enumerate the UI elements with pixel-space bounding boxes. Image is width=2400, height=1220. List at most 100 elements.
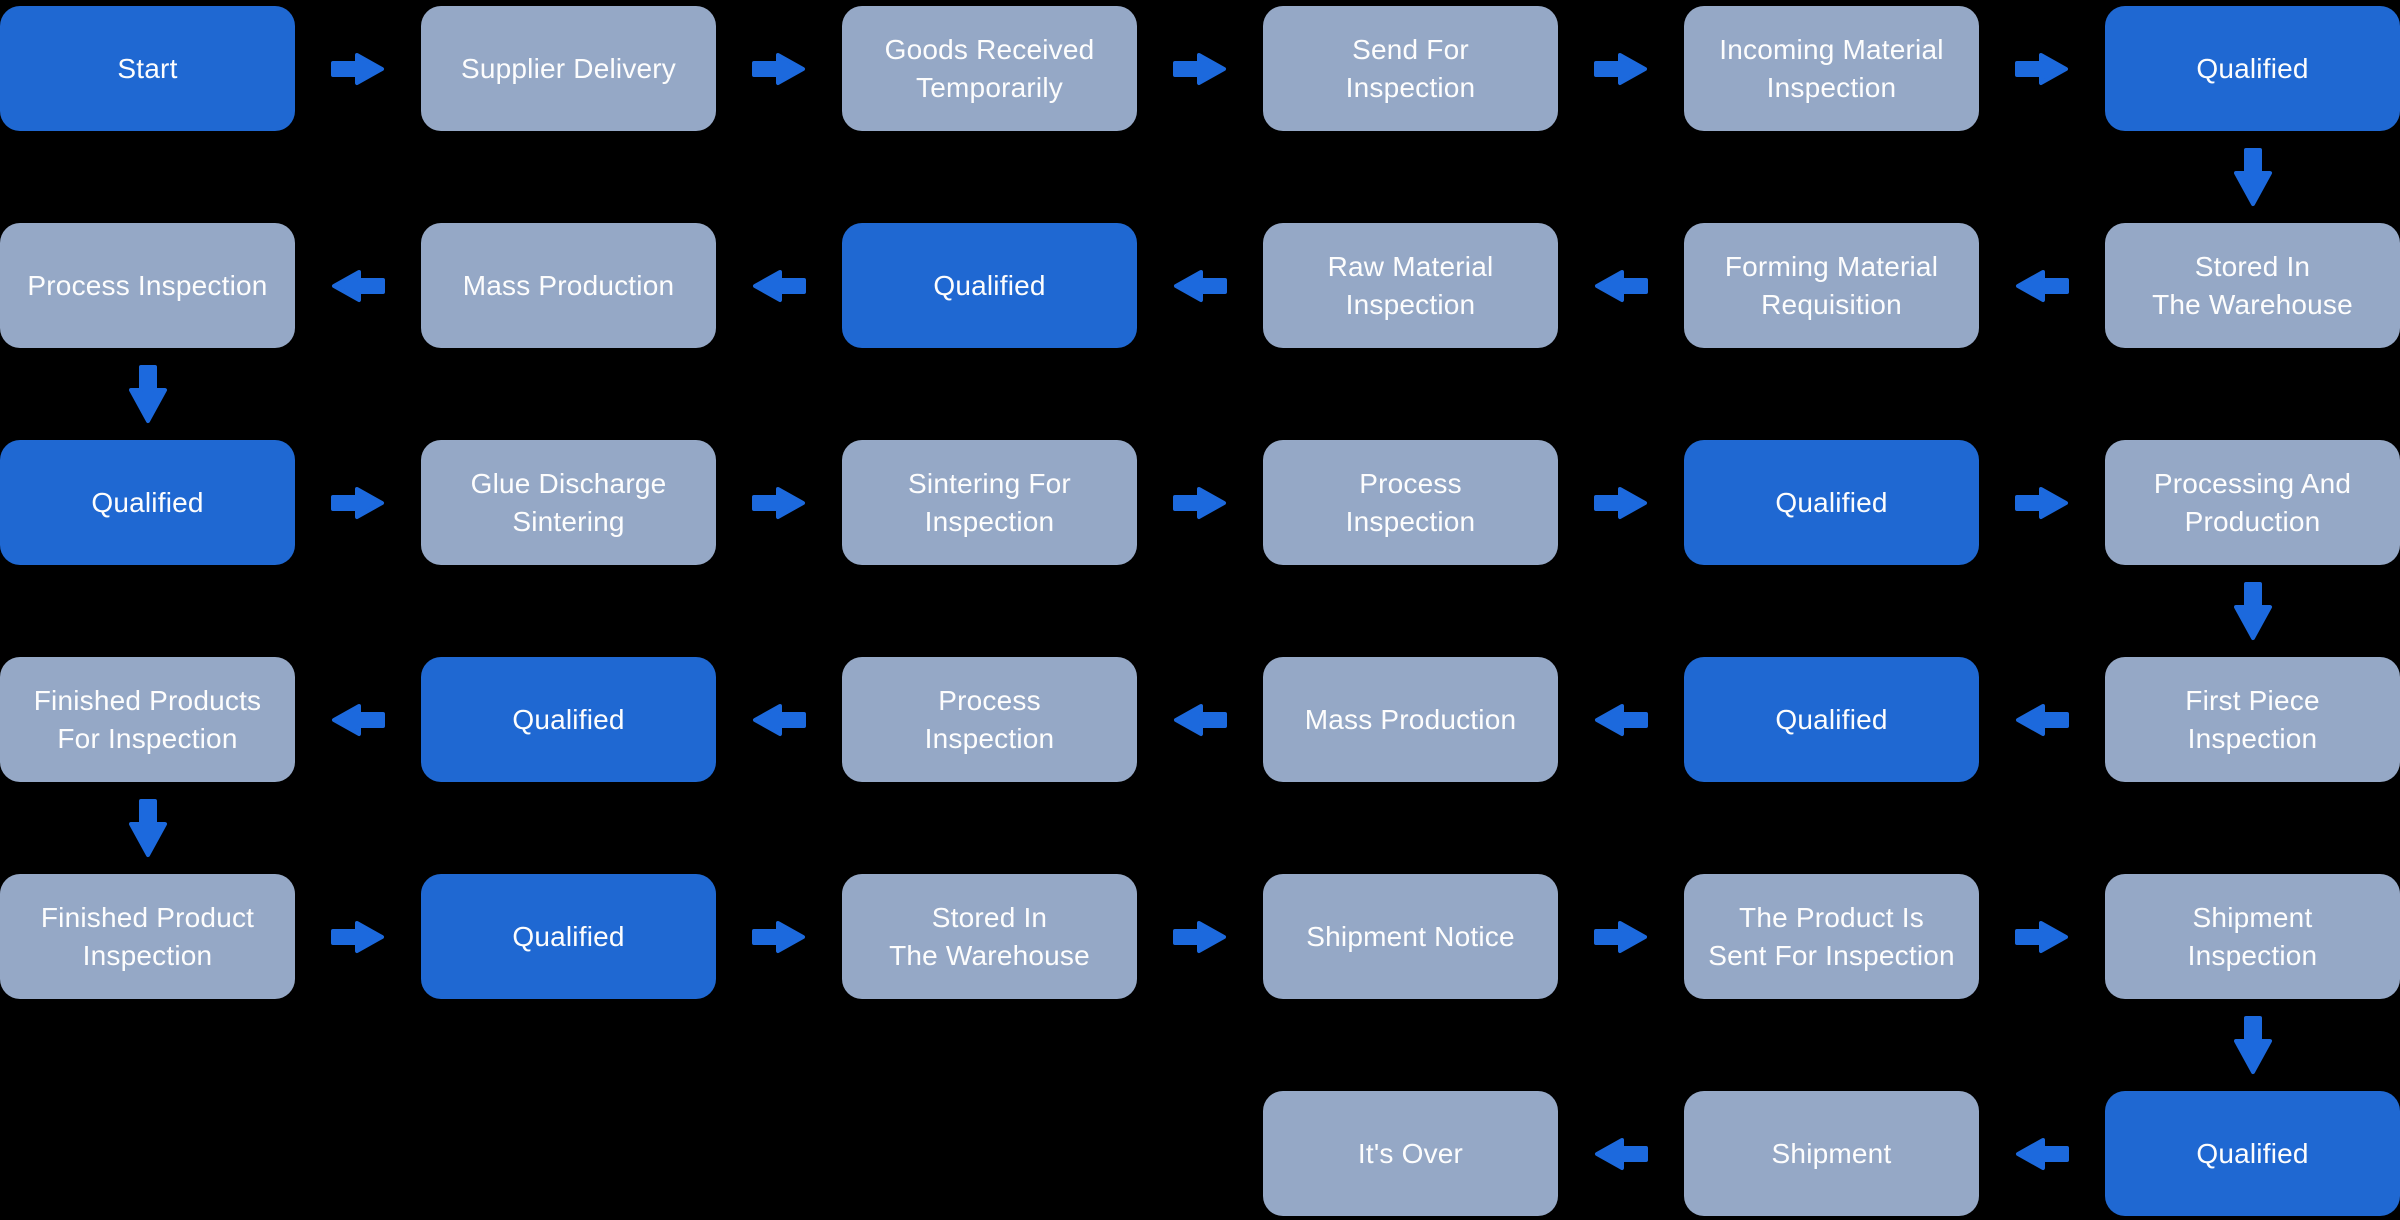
flow-node-label: The Product Is [1739, 901, 1924, 933]
flow-node-label: Shipment Notice [1306, 920, 1515, 952]
flow-node-label: Temporarily [916, 71, 1063, 103]
flow-arrow-right-icon [1594, 52, 1647, 85]
flow-arrow-down-icon [128, 364, 167, 423]
flow-node-qualified-process-2: Qualified [421, 657, 716, 782]
flow-arrow-right-icon [1594, 920, 1647, 953]
flow-node-label: Finished Products [33, 684, 262, 716]
flow-node-label: Inspection [1766, 71, 1897, 103]
flow-node-label: Production [2184, 505, 2321, 537]
flow-node-qualified-shipment: Qualified [2105, 1091, 2400, 1216]
flow-node-label: The Warehouse [889, 939, 1090, 971]
flow-node-label: Qualified [933, 269, 1046, 301]
flow-node-label: Inspection [2187, 722, 2318, 754]
flow-node-qualified-incoming: Qualified [2105, 6, 2400, 131]
flow-arrow-right-icon [2015, 52, 2068, 85]
flow-node-label: Sintering For [908, 467, 1071, 499]
flow-arrow-left-icon [1595, 269, 1648, 302]
flow-node-label: Raw Material [1327, 250, 1494, 282]
flow-node-label: Inspection [924, 722, 1055, 754]
flow-node-label: For Inspection [57, 722, 238, 754]
flow-arrow-left-icon [753, 703, 806, 736]
flow-arrow-right-icon [331, 52, 384, 85]
flow-node-process-inspection-raw: Process Inspection [0, 223, 295, 348]
flow-node-mass-production-2: Mass Production [1263, 657, 1558, 782]
flow-arrow-left-icon [1595, 1137, 1648, 1170]
flow-node-label: Finished Product [40, 901, 255, 933]
flow-node-label: Inspection [2187, 939, 2318, 971]
flow-node-label: Qualified [91, 486, 204, 518]
flow-node-stored-in-warehouse-2: Stored In The Warehouse [842, 874, 1137, 999]
flow-node-label: The Warehouse [2152, 288, 2353, 320]
flow-arrow-right-icon [1173, 920, 1226, 953]
flow-node-label: Supplier Delivery [460, 52, 677, 84]
flow-node-start: Start [0, 6, 295, 131]
flow-node-label: Qualified [1775, 703, 1888, 735]
flow-arrow-right-icon [331, 486, 384, 519]
flow-node-label: First Piece [2185, 684, 2320, 716]
flow-node-label: Mass Production [1304, 703, 1517, 735]
flow-arrow-left-icon [2016, 703, 2069, 736]
flow-arrow-down-icon [2233, 147, 2272, 206]
flow-node-label: Send For [1352, 33, 1469, 65]
flow-node-label: Processing And [2153, 467, 2352, 499]
flow-node-label: It's Over [1357, 1137, 1464, 1169]
flow-node-label: Inspection [924, 505, 1055, 537]
flow-arrow-right-icon [1594, 486, 1647, 519]
flow-node-qualified-process-1: Qualified [0, 440, 295, 565]
flow-node-label: Qualified [1775, 486, 1888, 518]
flow-node-shipment-notice: Shipment Notice [1263, 874, 1558, 999]
flow-node-label: Start [117, 52, 178, 84]
flow-node-label: Qualified [2196, 52, 2309, 84]
flow-node-its-over: It's Over [1263, 1091, 1558, 1216]
flow-arrow-right-icon [1173, 52, 1226, 85]
flow-arrow-left-icon [1174, 269, 1227, 302]
flow-arrow-down-icon [128, 798, 167, 857]
flow-node-label: Incoming Material [1719, 33, 1944, 65]
flow-node-label: Qualified [512, 920, 625, 952]
flow-arrow-left-icon [332, 269, 385, 302]
flow-arrow-left-icon [753, 269, 806, 302]
flow-arrow-right-icon [752, 486, 805, 519]
flow-arrow-left-icon [2016, 1137, 2069, 1170]
flow-arrow-left-icon [2016, 269, 2069, 302]
flow-node-label: Process Inspection [27, 269, 268, 301]
flow-node-qualified-raw-material: Qualified [842, 223, 1137, 348]
flow-node-mass-production-1: Mass Production [421, 223, 716, 348]
flow-arrow-left-icon [332, 703, 385, 736]
flow-arrow-left-icon [1595, 703, 1648, 736]
flow-arrow-right-icon [752, 52, 805, 85]
flow-node-qualified-finished: Qualified [421, 874, 716, 999]
flow-node-label: Mass Production [462, 269, 675, 301]
flow-arrow-right-icon [2015, 920, 2068, 953]
flow-node-shipment: Shipment [1684, 1091, 1979, 1216]
flow-node-label: Process [938, 684, 1041, 716]
flow-node-label: Sintering [512, 505, 625, 537]
flow-node-label: Inspection [1345, 288, 1476, 320]
flow-arrow-right-icon [752, 920, 805, 953]
flow-node-label: Inspection [82, 939, 213, 971]
flow-node-qualified-first-piece: Qualified [1684, 657, 1979, 782]
flow-node-label: Forming Material [1724, 250, 1939, 282]
flow-node-supplier-delivery: Supplier Delivery [421, 6, 716, 131]
flow-node-label: Shipment [2192, 901, 2313, 933]
flow-arrow-right-icon [1173, 486, 1226, 519]
flow-arrow-left-icon [1174, 703, 1227, 736]
flow-node-label: Stored In [931, 901, 1048, 933]
flow-arrow-down-icon [2233, 1015, 2272, 1074]
